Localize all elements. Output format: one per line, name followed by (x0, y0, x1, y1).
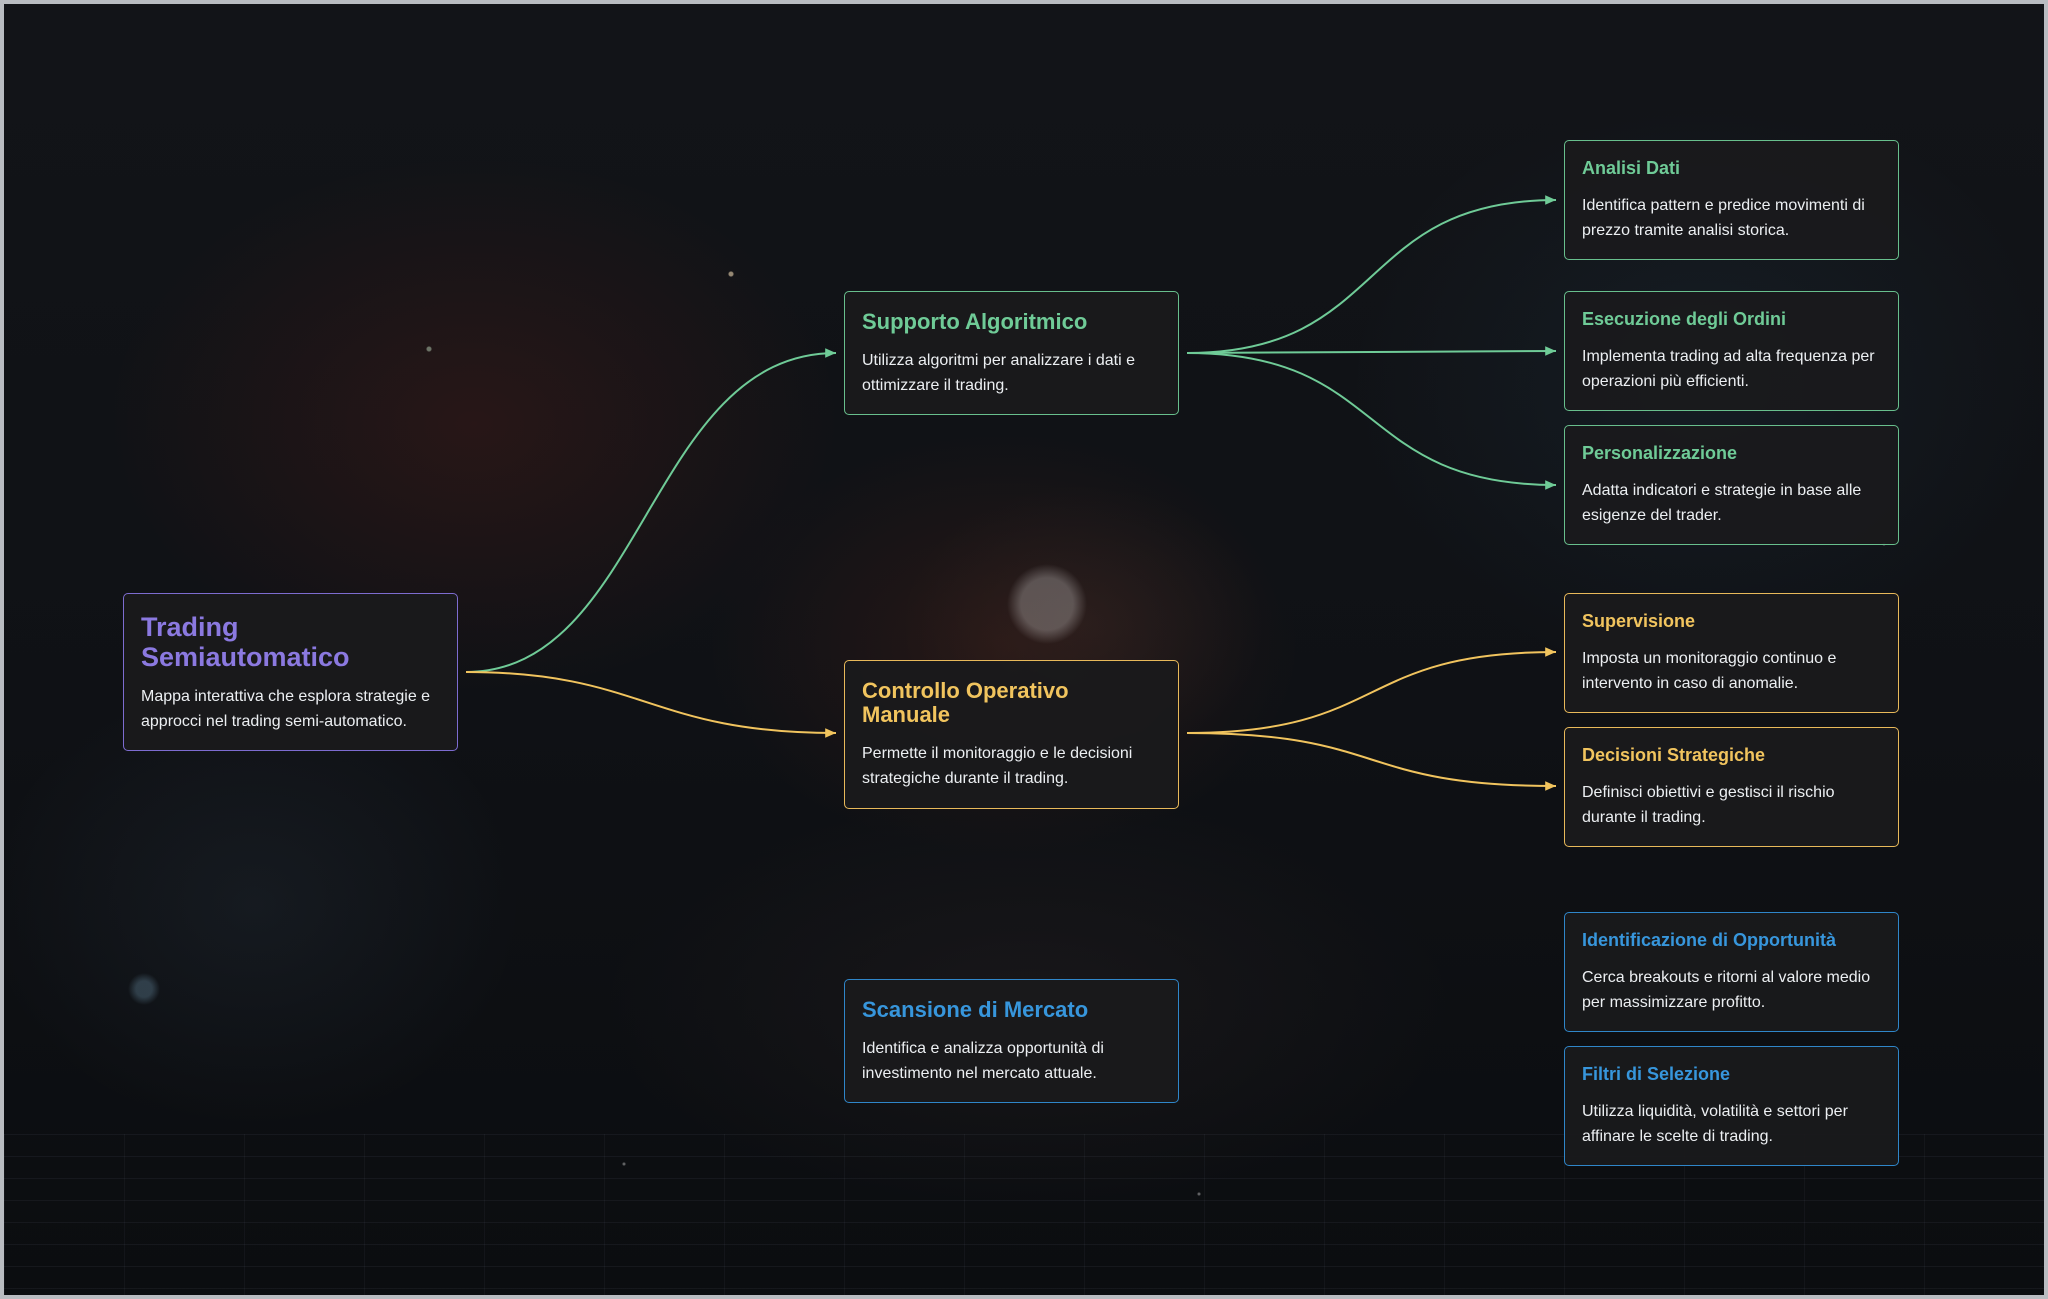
root-node[interactable]: Trading Semiautomatico Mappa interattiva… (123, 593, 458, 751)
branch-title: Supporto Algoritmico (862, 309, 1088, 334)
link-root-to-supporto-algoritmico (465, 348, 837, 673)
branch-description: Utilizza algoritmi per analizzare i dati… (862, 352, 1135, 395)
leaf-node-analisi-dati[interactable]: Analisi Dati Identifica pattern e predic… (1564, 140, 1899, 260)
leaf-title: Filtri di Selezione (1582, 1064, 1731, 1084)
leaf-description: Definisci obiettivi e gestisci il rischi… (1582, 783, 1835, 826)
leaf-title: Personalizzazione (1582, 443, 1738, 463)
leaf-description: Cerca breakouts e ritorni al valore medi… (1582, 968, 1871, 1011)
link-controllo-to-decisioni-strategiche (1186, 732, 1557, 791)
branch-title: Controllo Operativo Manuale (862, 678, 1069, 728)
leaf-description: Imposta un monitoraggio continuo e inter… (1582, 649, 1837, 692)
leaf-title: Esecuzione degli Ordini (1582, 309, 1787, 329)
leaf-description: Implementa trading ad alta frequenza per… (1582, 347, 1875, 390)
leaf-node-supervisione[interactable]: Supervisione Imposta un monitoraggio con… (1564, 593, 1899, 713)
link-algoritmico-to-analisi-dati (1186, 195, 1557, 354)
link-controllo-to-supervisione (1186, 647, 1557, 734)
leaf-node-personalizzazione[interactable]: Personalizzazione Adatta indicatori e st… (1564, 425, 1899, 545)
link-root-to-controllo-operativo (465, 671, 837, 738)
leaf-title: Decisioni Strategiche (1582, 745, 1766, 765)
leaf-title: Analisi Dati (1582, 158, 1681, 178)
connector-layer (465, 195, 1557, 791)
branch-node-controllo-operativo-manuale[interactable]: Controllo Operativo Manuale Permette il … (844, 660, 1179, 809)
link-algoritmico-to-esecuzione-ordini (1186, 346, 1557, 356)
branch-node-scansione-di-mercato[interactable]: Scansione di Mercato Identifica e analiz… (844, 979, 1179, 1103)
leaf-node-decisioni-strategiche[interactable]: Decisioni Strategiche Definisci obiettiv… (1564, 727, 1899, 847)
leaf-title: Identificazione di Opportunità (1582, 930, 1836, 950)
leaf-node-filtri-di-selezione[interactable]: Filtri di Selezione Utilizza liquidità, … (1564, 1046, 1899, 1166)
root-node-title: Trading Semiautomatico (141, 612, 350, 672)
leaf-node-identificazione-di-opportunita[interactable]: Identificazione di Opportunità Cerca bre… (1564, 912, 1899, 1032)
leaf-description: Identifica pattern e predice movimenti d… (1582, 196, 1865, 239)
root-node-description: Mappa interattiva che esplora strategie … (141, 688, 431, 730)
leaf-description: Adatta indicatori e strategie in base al… (1582, 481, 1862, 524)
leaf-node-esecuzione-degli-ordini[interactable]: Esecuzione degli Ordini Implementa tradi… (1564, 291, 1899, 411)
leaf-title: Supervisione (1582, 611, 1696, 631)
branch-node-supporto-algoritmico[interactable]: Supporto Algoritmico Utilizza algoritmi … (844, 291, 1179, 415)
branch-title: Scansione di Mercato (862, 997, 1089, 1022)
link-algoritmico-to-personalizzazione (1186, 352, 1557, 490)
leaf-description: Utilizza liquidità, volatilità e settori… (1582, 1102, 1848, 1145)
branch-description: Permette il monitoraggio e le decisioni … (862, 745, 1133, 788)
branch-description: Identifica e analizza opportunità di inv… (862, 1040, 1104, 1083)
